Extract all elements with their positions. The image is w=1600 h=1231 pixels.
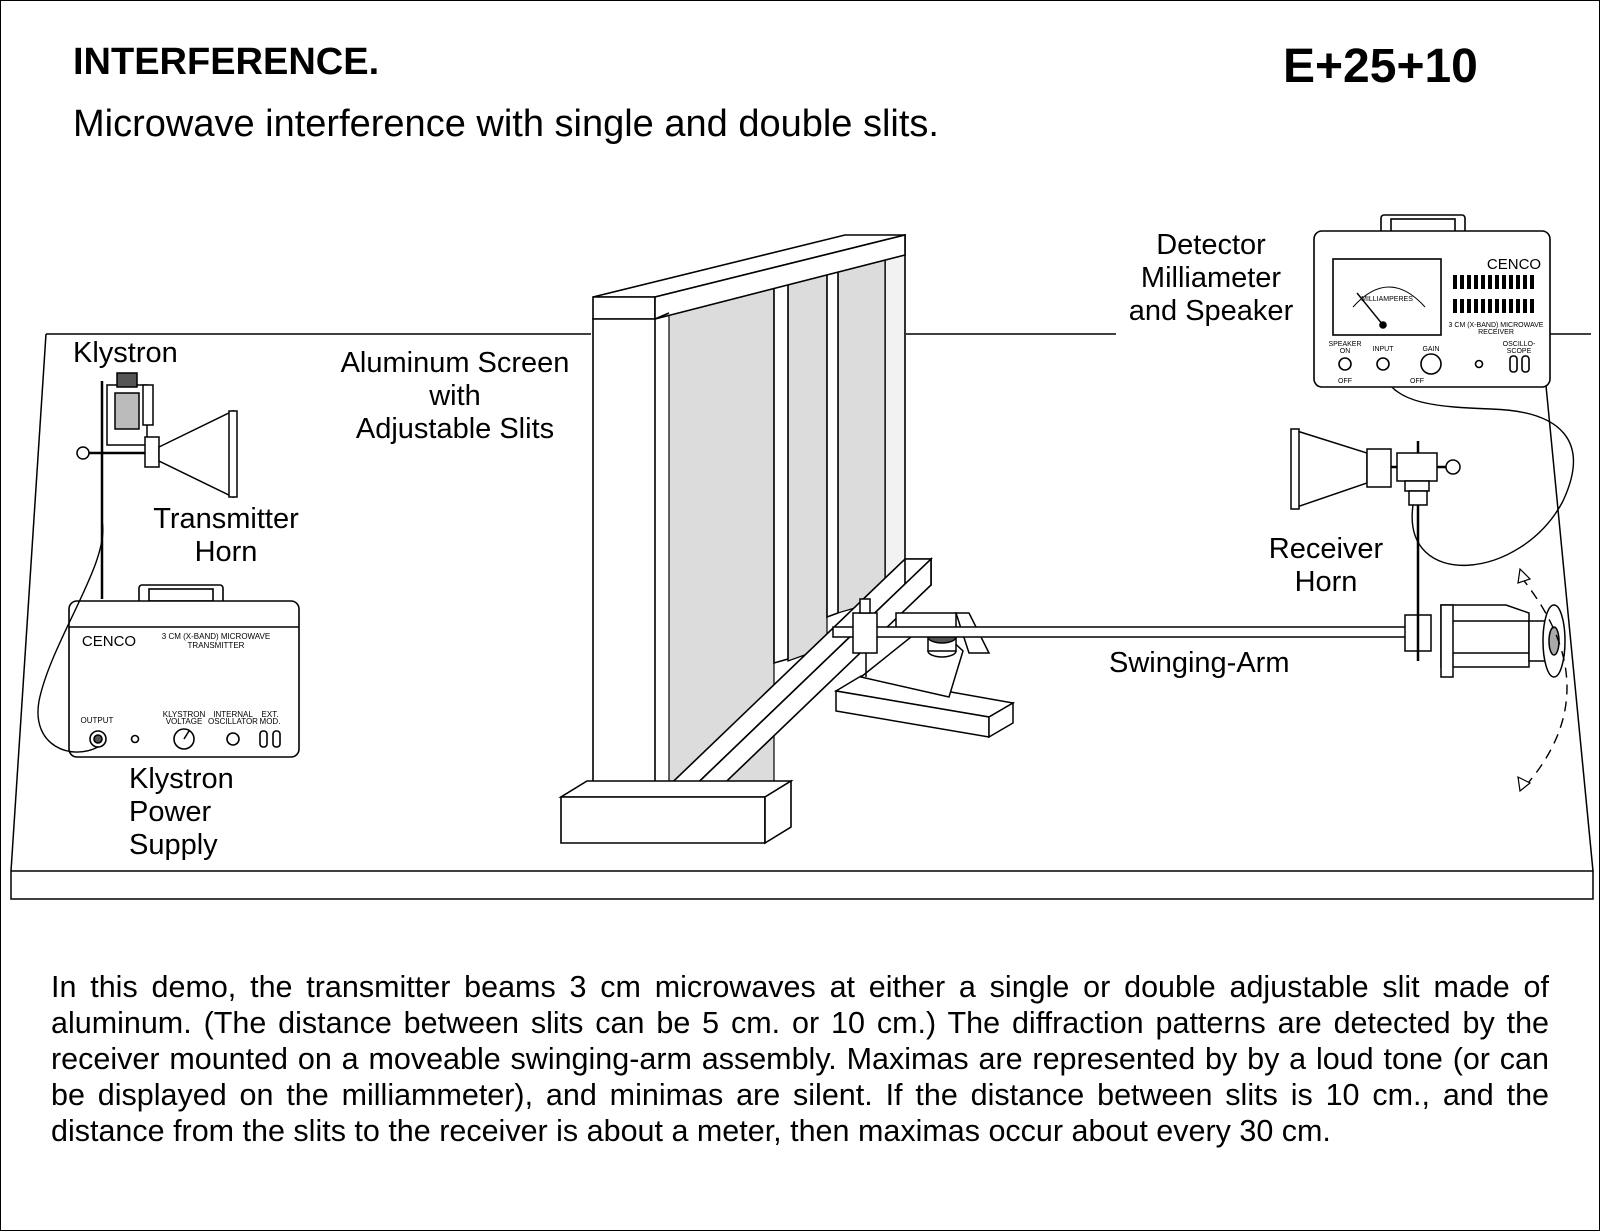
gain-off-label: OFF [1410,378,1424,385]
receiver-model-2: RECEIVER [1478,329,1514,336]
label-transmitter-horn-line1: Transmitter [153,503,299,535]
oscilloscope-label-1: OSCILLO- [1503,341,1536,348]
label-klystron: Klystron [73,337,178,369]
receiver-grille [1453,275,1534,313]
ext-mod-label-1: EXT. [262,710,279,719]
swinging-arm [832,441,1566,678]
klystron-voltage-label-2: VOLTAGE [166,717,203,726]
aluminum-screen [558,233,933,845]
description: In this demo, the transmitter beams 3 cm… [51,970,1549,1148]
label-detector: Detector Milliameter and Speaker [1111,229,1311,328]
receiver-panel-text: CENCO MILLIAMPERES 3 CM (X-BAND) MICROWA… [1328,256,1543,385]
label-kps-line2: Power [129,796,212,828]
receiver-stand [1290,370,1574,566]
transmitter-model-2: TRANSMITTER [188,641,245,650]
speaker-label-2: ON [1340,348,1351,355]
label-receiver-horn: Receiver Horn [1251,533,1401,599]
input-label: INPUT [1373,346,1395,353]
label-swinging-arm: Swinging-Arm [1109,647,1290,679]
receiver-brand: CENCO [1487,256,1541,273]
receiver-model-1: 3 CM (X-BAND) MICROWAVE [1449,322,1544,329]
label-screen-line2: with [429,380,481,412]
label-receiver-horn-line1: Receiver [1268,533,1384,565]
label-klystron-power-supply: Klystron Power Supply [129,763,234,862]
klystron-voltage-label-1: KLYSTRON [163,710,206,719]
transmitter-model-1: 3 CM (X-BAND) MICROWAVE [162,632,270,641]
apparatus-diagram: CENCO 3 CM (X-BAND) MICROWAVE TRANSMITTE… [10,214,1594,900]
oscilloscope-label-2: SCOPE [1507,348,1532,355]
meter-label: MILLIAMPERES [1361,296,1413,303]
output-label: OUTPUT [81,716,114,725]
transmitter-stand [76,372,238,599]
label-kps-line1: Klystron [129,763,234,795]
transmitter-panel-text: CENCO 3 CM (X-BAND) MICROWAVE TRANSMITTE… [81,632,281,726]
internal-osc-label-1: INTERNAL [213,710,253,719]
label-aluminum-screen: Aluminum Screen with Adjustable Slits [321,347,589,446]
receiver-box [1313,214,1551,388]
page-title: INTERFERENCE. [73,41,380,83]
page-subtitle: Microwave interference with single and d… [73,103,939,145]
label-transmitter-horn-line2: Horn [194,536,258,568]
label-screen-line3: Adjustable Slits [355,413,555,445]
label-receiver-horn-line2: Horn [1294,566,1358,598]
speaker-off-label: OFF [1338,378,1352,385]
label-detector-line3: and Speaker [1128,295,1294,327]
table [10,333,1594,900]
label-transmitter-horn: Transmitter Horn [141,503,311,569]
swinging-arm-base [833,612,1016,739]
ext-mod-label-2: MOD. [260,717,281,726]
transmitter-box [37,520,300,758]
label-kps-line3: Supply [129,829,218,861]
transmitter-brand: CENCO [82,633,136,650]
demo-code: E+25+10 [1283,40,1478,93]
label-detector-line1: Detector [1156,229,1266,261]
internal-osc-label-2: OSCILLATOR [208,717,258,726]
speaker-label-1: SPEAKER [1328,341,1361,348]
gain-label: GAIN [1422,346,1439,353]
label-detector-line2: Milliameter [1140,262,1282,294]
label-screen-line1: Aluminum Screen [340,347,570,379]
swing-direction-arrow [1520,576,1568,792]
